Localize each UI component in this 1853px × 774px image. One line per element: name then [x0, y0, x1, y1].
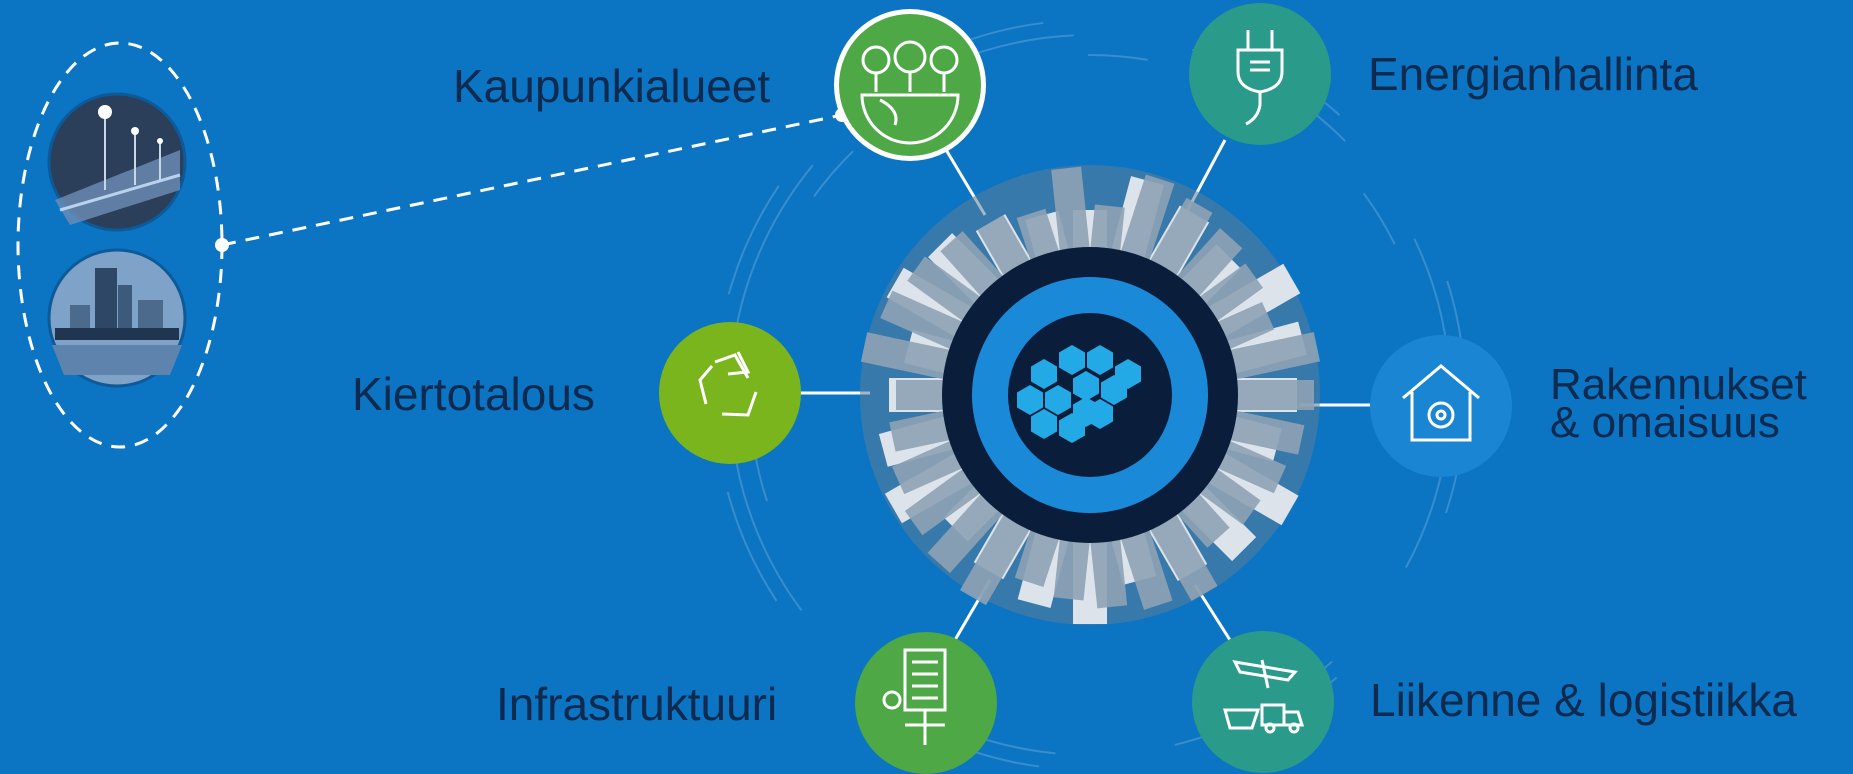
hexagon-cluster-icon: [1017, 345, 1141, 443]
skyline-building: [1117, 518, 1173, 610]
label-infrastructure: Infrastruktuuri: [496, 678, 778, 730]
label-energy: Energianhallinta: [1368, 48, 1698, 100]
street-lights-photo: [47, 92, 187, 232]
skyline-building: [960, 504, 1036, 606]
hexagon-cell: [1087, 399, 1113, 429]
label-urban-areas: Kaupunkialueet: [453, 60, 771, 112]
node-energy[interactable]: [1189, 3, 1331, 145]
skyline-building: [1218, 408, 1305, 455]
plane-ship-truck-icon: [1223, 659, 1305, 734]
skyline-building: [1218, 332, 1321, 382]
hexagon-cell: [1031, 409, 1057, 439]
central-hub: [942, 247, 1238, 543]
hexagon-cell: [1087, 345, 1113, 375]
skyline-building: [1144, 197, 1213, 286]
skyline-building: [860, 332, 962, 382]
skyline-building: [1117, 174, 1175, 272]
skyline-building: [1225, 380, 1314, 410]
recycle-icon: [698, 351, 758, 417]
label-circular-economy: Kiertotalous: [352, 368, 595, 420]
node-buildings-assets[interactable]: [1370, 335, 1512, 477]
node-urban-areas[interactable]: [834, 9, 986, 161]
skyline-building: [889, 408, 962, 452]
power-plug-icon: [1236, 30, 1284, 126]
skyline-building: [892, 436, 973, 495]
hexagon-cell: [1101, 375, 1127, 405]
hexagon-cell: [1059, 413, 1085, 443]
skyline-building: [904, 462, 990, 536]
label-traffic-logistics: Liikenne & logistiikka: [1370, 674, 1798, 726]
hexagon-cell: [1031, 359, 1057, 389]
skyline-building: [1051, 166, 1091, 263]
node-infrastructure[interactable]: [855, 632, 997, 774]
trees-globe-icon: [860, 40, 960, 145]
skyline-building: [1053, 527, 1091, 601]
label-buildings-line1: Rakennukset: [1550, 360, 1807, 409]
skyline-building: [927, 485, 1011, 573]
label-buildings-assets: Rakennukset & omaisuus: [1550, 360, 1807, 447]
skyline-building: [896, 380, 955, 410]
skyline-building: [1144, 504, 1218, 601]
city-buildings-photo: [47, 248, 187, 388]
hexagon-cell: [1059, 345, 1085, 375]
image-callout: [16, 41, 849, 449]
skyline-building: [880, 290, 973, 354]
hexagon-cell: [1045, 385, 1071, 415]
smart-building-icon: [882, 648, 947, 745]
house-gear-icon: [1402, 364, 1480, 442]
node-circular-economy[interactable]: [659, 322, 801, 464]
label-buildings-line2: & omaisuus: [1550, 398, 1780, 447]
skyline-building: [1089, 527, 1128, 609]
hexagon-cell: [1073, 371, 1099, 401]
node-traffic-logistics[interactable]: [1192, 631, 1334, 773]
hexagon-cell: [1017, 385, 1043, 415]
